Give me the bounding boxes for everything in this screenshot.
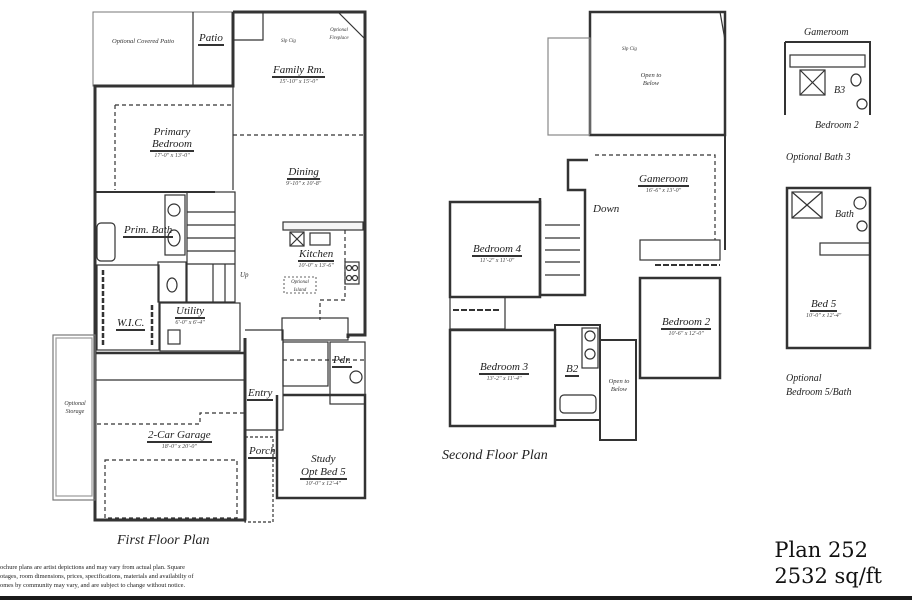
label-ob3-gameroom: Gameroom [804,27,849,38]
plan-name: Plan 252 [774,538,869,562]
first-floor-title: First Floor Plan [117,533,210,548]
room-dim: 13'-2" x 11'-4" [486,376,522,382]
label-optional-island: Optional Island [291,280,309,293]
label-b3: B3 [834,85,846,96]
room-dim: 6'-0" x 6'-4" [175,320,205,326]
plan-info: Plan 252 2532 sq/ft [774,537,882,589]
label-wic: W.I.C. [116,317,146,331]
label-ob3-bedroom2: Bedroom 2 [815,120,859,131]
title-line2: Bedroom 5/Bath [786,387,852,398]
optional-bed5-title: Optional Bedroom 5/Bath [786,372,851,400]
label-entry: Entry [247,387,274,401]
label-optional-fireplace: Optional Fireplace [329,28,349,41]
room-dim: 16'-6" x 13'-0" [645,188,682,194]
room-name: Prim. Bath [123,224,174,238]
disclaimer-line2: otages, room dimensions, prices, specifi… [0,573,194,580]
room-name: B2 [565,363,580,377]
label-optional-storage: Optional Storage [64,401,86,415]
room-dim: 18'-0" x 20'-0" [161,444,197,450]
label-prim-bath: Prim. Bath [123,224,174,238]
label-pdr: Pdr. [332,354,353,368]
room-name: Utility [175,305,206,319]
room-name: Dining [287,166,320,180]
second-floor-title: Second Floor Plan [442,448,548,463]
room-name: Gameroom [638,173,690,187]
room-name: Porch [248,445,277,459]
room-name: Bed 5 [809,298,838,312]
disclaimer: ochure plans are artist depictions and m… [0,563,193,590]
room-name: Family Rm. [272,64,326,78]
label-b2: B2 [565,363,580,377]
label-study: Study Opt Bed 5 10'-0" x 12'-4" [300,453,347,489]
room-name: Entry [247,387,274,401]
room-name: Kitchen [298,248,335,262]
room-name: Pdr. [332,354,353,368]
room-name: Primary Bedroom [150,126,194,152]
label-patio: Patio [198,32,224,46]
label-optional-covered-patio: Optional Covered Patio [112,38,175,45]
room-name: Bedroom 2 [661,316,712,330]
room-dim: 15'-10" x 15'-0" [279,79,318,85]
disclaimer-line3: omes by community may vary, and are subj… [0,582,186,589]
disclaimer-line1: ochure plans are artist depictions and m… [0,564,185,571]
room-name: Patio [198,32,224,46]
room-dim: 10'-0" x 12'-4" [305,481,341,487]
label-open-to-below-small: Open to Below [608,378,630,393]
label-down: Down [593,203,620,215]
label-ob5-bath: Bath [835,209,854,220]
room-dim: 10'-0" x 12'-4" [806,313,842,319]
room-name: Bedroom 4 [472,243,523,257]
label-open-to-below-top: Open to Below [640,72,662,87]
room-dim: 10'-0" x 13'-6" [298,263,334,269]
bottom-bar [0,596,912,600]
room-dim: 10'-6" x 12'-0" [668,331,704,337]
label-up: Up [240,271,249,279]
room-dim: 11'-2" x 11'-0" [479,258,515,264]
label-slp-clg-first: Slp Clg [281,39,296,44]
room-dim: 9'-10" x 10'-8" [286,181,322,187]
label-family-room: Family Rm.15'-10" x 15'-0" [272,64,326,87]
room-name-alt: Opt Bed 5 [300,466,347,480]
room-name: 2-Car Garage [147,429,212,443]
room-name: Bedroom 3 [479,361,530,375]
room-name: W.I.C. [116,317,146,331]
room-dim: 17'-0" x 13'-0" [154,153,190,159]
plan-sqft: 2532 sq/ft [774,564,882,588]
label-porch: Porch [248,445,277,459]
label-slp-clg-second: Slp Clg [622,47,637,52]
room-name: Study [311,453,336,465]
optional-bath3-title: Optional Bath 3 [786,152,851,163]
title-line1: Optional [786,373,822,384]
